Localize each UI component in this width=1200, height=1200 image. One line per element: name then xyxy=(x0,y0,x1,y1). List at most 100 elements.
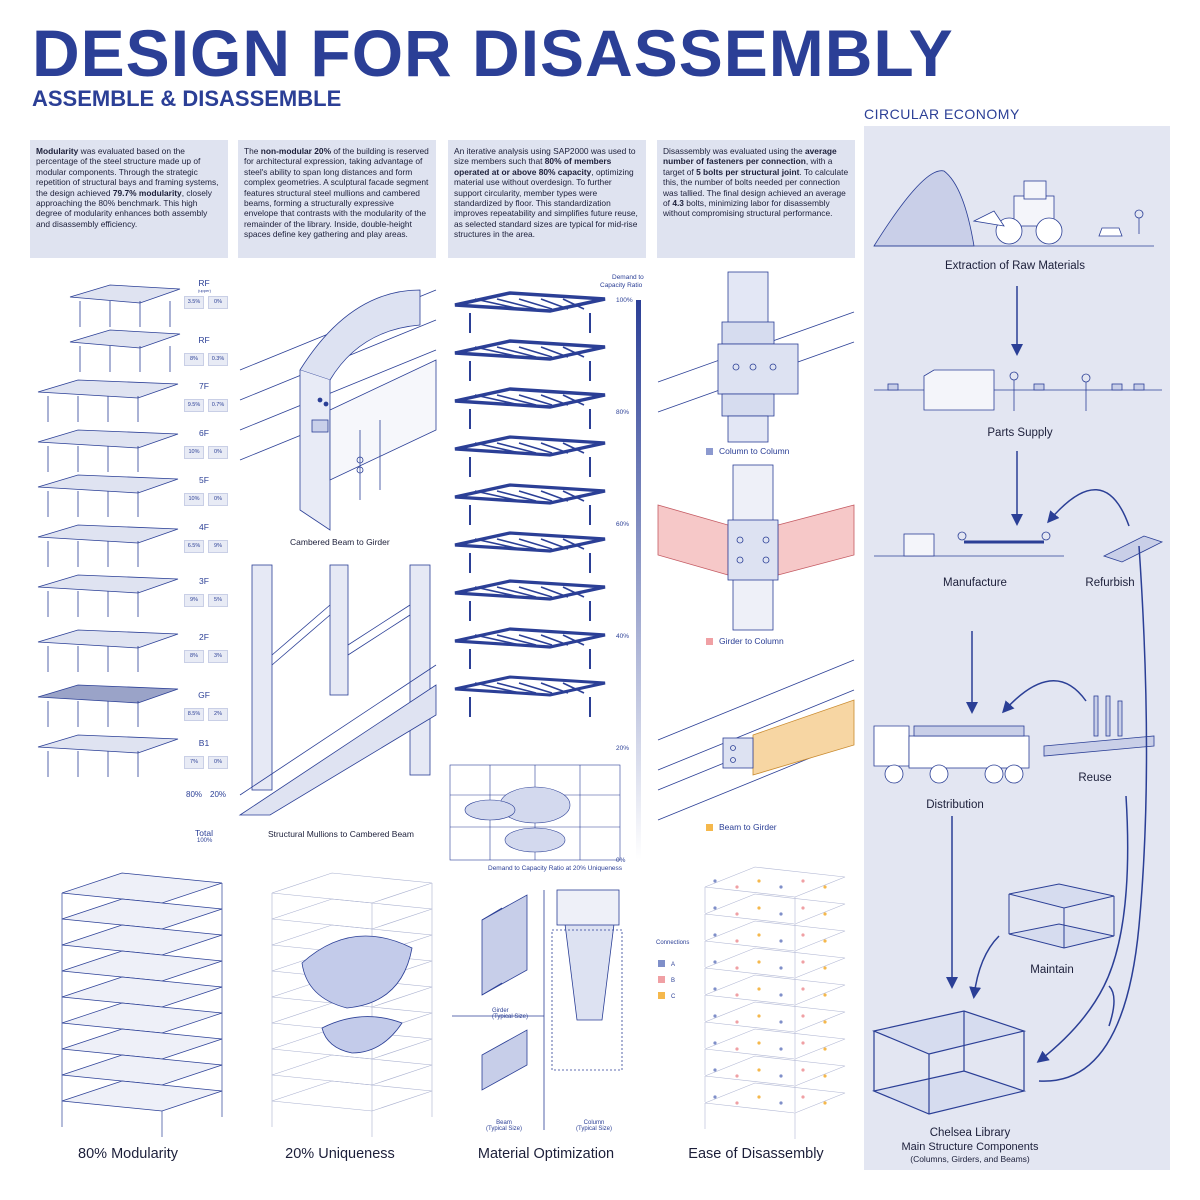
floor-label: 5F xyxy=(199,475,209,485)
uniqueness-keyword: non-modular 20% xyxy=(260,146,332,156)
connection-legend-item: B xyxy=(658,976,675,984)
total-label: Total xyxy=(195,828,213,838)
total-modular: 80% xyxy=(186,790,203,799)
flow-reuse: Reuse xyxy=(1078,772,1112,784)
modularity-body: was evaluated based on the percentage of… xyxy=(36,146,219,198)
flow-parts-supply: Parts Supply xyxy=(987,427,1053,439)
conn-girder-to-column: Girder to Column xyxy=(706,636,784,646)
floor-unique-pct: 5% xyxy=(208,594,228,607)
dcr-tick: 20% xyxy=(616,745,630,752)
floor-modular-pct: 9.5% xyxy=(184,399,204,412)
floor-modular-pct: 8.5% xyxy=(184,708,204,721)
dcr-tick: 0% xyxy=(616,857,626,864)
dcr-scale-title-2: Capacity Ratio xyxy=(600,282,643,289)
floor-modular-pct: 8% xyxy=(184,650,204,663)
total-unique: 20% xyxy=(210,790,227,799)
floor-unique-pct: 0.3% xyxy=(208,353,228,366)
floor-modular-pct: 7% xyxy=(184,756,204,769)
sections-drawing xyxy=(452,889,623,1130)
floor-modular-pct: 10% xyxy=(184,446,204,459)
flow-maintain: Maintain xyxy=(1030,964,1074,976)
floor-modular-pct: 10% xyxy=(184,493,204,506)
floor-unique-pct: 0% xyxy=(208,446,228,459)
page-subtitle: ASSEMBLE & DISASSEMBLE xyxy=(32,86,342,111)
iso-disassembly xyxy=(704,866,846,1139)
disassembly-text: Disassembly was evaluated using the aver… xyxy=(657,140,855,258)
floor-modular-pct: 3.5% xyxy=(184,296,204,309)
cambered-caption: Cambered Beam to Girder xyxy=(290,537,390,547)
connection-legend-item: A xyxy=(658,960,675,968)
connection-legend-item: C xyxy=(658,992,675,1000)
girder-to-column-detail xyxy=(657,464,855,631)
circular-economy-heading: CIRCULAR ECONOMY xyxy=(864,106,1020,122)
floor-modular-pct: 6.5% xyxy=(184,540,204,553)
flow-distribution: Distribution xyxy=(926,799,984,811)
dcr-caption: Demand to Capacity Ratio at 20% Uniquene… xyxy=(488,865,623,872)
floor-unique-pct: 0.7% xyxy=(208,399,228,412)
floor-label: 6F xyxy=(199,428,209,438)
floor-label: B1 xyxy=(198,738,210,748)
floor-sublabel: (upper) xyxy=(198,288,211,293)
floor-label: 2F xyxy=(199,632,209,642)
floor-label: GF xyxy=(198,690,210,700)
exploded-building-modularity xyxy=(37,284,181,777)
disassembly-body-start: Disassembly was evaluated using the xyxy=(663,146,805,156)
girder-label: Girder(Typical Size) xyxy=(492,1008,529,1020)
connections-legend-title: Connections xyxy=(656,940,690,946)
floor-unique-pct: 0% xyxy=(208,756,228,769)
disassembly-body-end: bolts, minimizing labor for disassembly … xyxy=(663,198,833,219)
label-disassembly: Ease of Disassembly xyxy=(688,1146,824,1162)
uniqueness-body-start: The xyxy=(244,146,261,156)
label-modularity: 80% Modularity xyxy=(78,1146,178,1162)
modularity-text: Modularity was evaluated based on the pe… xyxy=(30,140,228,258)
disassembly-body: , with a target of xyxy=(663,156,833,177)
label-optimization: Material Optimization xyxy=(477,1146,615,1162)
flow-library-title: Chelsea Library xyxy=(929,1127,1011,1139)
floor-label: RF xyxy=(198,335,210,345)
conn-beam-to-girder: Beam to Girder xyxy=(706,822,777,832)
optimization-text: An iterative analysis using SAP2000 was … xyxy=(448,140,646,258)
disassembly-body-2: . To calculate this, the number of bolts… xyxy=(663,166,849,209)
modularity-body-end: , closely approaching the 80% benchmark.… xyxy=(36,187,212,229)
dcr-scale-bar xyxy=(636,300,641,860)
uniqueness-body: of the building is reserved for architec… xyxy=(244,146,429,240)
flow-manufacture: Manufacture xyxy=(943,577,1007,589)
dcr-elevation xyxy=(449,764,621,861)
optimization-keyword: 80% of members operated at or above 80% … xyxy=(454,156,612,177)
cambered-beam-detail xyxy=(239,289,437,531)
floor-unique-pct: 0% xyxy=(208,493,228,506)
modularity-keyword: Modularity xyxy=(36,146,79,156)
disassembly-result: 4.3 xyxy=(672,198,684,209)
floor-modular-pct: 9% xyxy=(184,594,204,607)
column-label: Column(Typical Size) xyxy=(576,1120,613,1132)
dcr-scale-title-1: Demand to xyxy=(612,274,644,281)
total-value: 100% xyxy=(197,838,213,844)
floor-unique-pct: 9% xyxy=(208,540,228,553)
beam-label: Beam(Typical Size) xyxy=(486,1120,523,1132)
dcr-exploded-frame xyxy=(454,291,606,717)
floor-label: 7F xyxy=(199,381,209,391)
flow-library-note: (Columns, Girders, and Beams) xyxy=(910,1154,1030,1164)
disassembly-target: 5 bolts per structural joint xyxy=(696,166,800,177)
label-uniqueness: 20% Uniqueness xyxy=(285,1146,395,1162)
page-title: DESIGN FOR DISASSEMBLY xyxy=(32,16,954,90)
floor-label: 4F xyxy=(199,522,209,532)
column-to-column-detail xyxy=(657,271,855,443)
floor-unique-pct: 2% xyxy=(208,708,228,721)
disassembly-keyword: average number of fasteners per connecti… xyxy=(663,146,837,167)
dcr-tick: 60% xyxy=(616,521,630,528)
dcr-tick: 40% xyxy=(616,633,630,640)
floor-label: 3F xyxy=(199,576,209,586)
floor-modular-pct: 8% xyxy=(184,353,204,366)
flow-refurbish: Refurbish xyxy=(1085,577,1135,589)
optimization-body-start: An iterative analysis using SAP2000 was … xyxy=(454,146,636,167)
optimization-body: , optimizing material use without overde… xyxy=(454,166,638,240)
uniqueness-text: The non-modular 20% of the building is r… xyxy=(238,140,436,258)
mullions-detail xyxy=(238,564,437,816)
floor-label: RF xyxy=(198,278,210,288)
mullions-caption: Structural Mullions to Cambered Beam xyxy=(268,829,414,839)
modularity-value: 79.7% modularity xyxy=(112,187,182,198)
dcr-tick: 100% xyxy=(616,297,633,304)
conn-column-to-column: Column to Column xyxy=(706,446,789,456)
